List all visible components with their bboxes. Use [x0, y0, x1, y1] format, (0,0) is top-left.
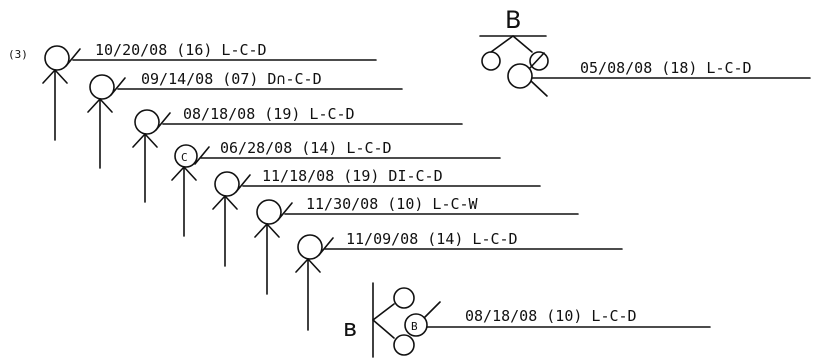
- symbol-entry-5: 11/18/08 (19) DI-C-D: [212, 167, 541, 267]
- cluster-top-label: 05/08/08 (18) L-C-D: [580, 59, 752, 77]
- cluster-top: B 05/08/08 (18) L-C-D: [479, 6, 811, 97]
- marker-b: B: [411, 320, 418, 333]
- entry-label: 08/18/08 (19) L-C-D: [183, 105, 355, 123]
- symbol-entry-1: 10/20/08 (16) L-C-D: [42, 41, 377, 141]
- symbol-entry-3: 08/18/08 (19) L-C-D: [132, 105, 463, 203]
- entry-label: 06/28/08 (14) L-C-D: [220, 139, 392, 157]
- symbol-entry-2: 09/14/08 (07) D∩-C-D: [87, 70, 403, 169]
- symbol-entry-4: C 06/28/08 (14) L-C-D: [171, 139, 501, 237]
- cluster-top-letter: B: [505, 6, 521, 34]
- prefix-label: (3): [8, 48, 28, 61]
- entry-label: 09/14/08 (07) D∩-C-D: [141, 70, 322, 88]
- symbol-entry-7: 11/09/08 (14) L-C-D: [295, 230, 623, 331]
- cluster-bottom-letter: в: [343, 314, 357, 342]
- entry-label: 11/18/08 (19) DI-C-D: [262, 167, 443, 185]
- entry-label: 11/30/08 (10) L-C-W: [306, 195, 479, 213]
- marker-c: C: [181, 151, 188, 164]
- cluster-bottom-label: 08/18/08 (10) L-C-D: [465, 307, 637, 325]
- symbol-entry-6: 11/30/08 (10) L-C-W: [254, 195, 579, 295]
- entry-label: 11/09/08 (14) L-C-D: [346, 230, 518, 248]
- cluster-bottom: в B 08/18/08 (10) L-C-D: [343, 282, 711, 358]
- entry-label: 10/20/08 (16) L-C-D: [95, 41, 267, 59]
